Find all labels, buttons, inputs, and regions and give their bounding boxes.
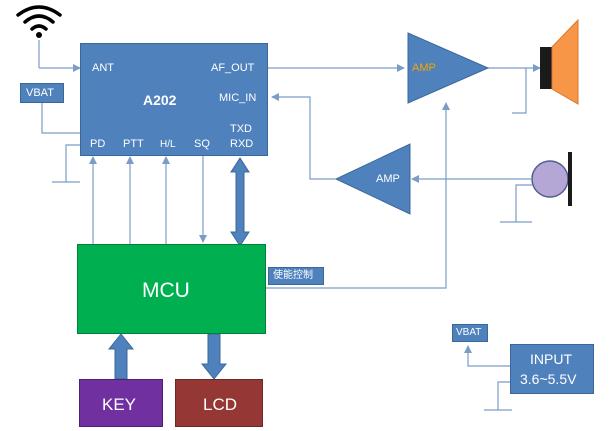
vbat-left-line — [41, 103, 80, 134]
a202-block: A202 ANT AF_OUT MIC_IN TXD RXD PD PTT H/… — [80, 43, 268, 156]
pd-ground-line — [65, 144, 80, 182]
key-label: KEY — [102, 395, 137, 414]
enable-control-box: 使能控制 — [268, 267, 324, 285]
input-ground-line — [497, 381, 510, 410]
microphone-icon — [531, 152, 572, 206]
amp-mic-to-micin-line — [271, 93, 336, 180]
amp-ground-line — [512, 68, 527, 114]
lcd-block: LCD — [175, 379, 263, 427]
pin-ant: ANT — [92, 62, 114, 74]
pin-sq: SQ — [194, 138, 210, 150]
input-label-line2: 3.6~5.5V — [520, 371, 577, 387]
lcd-label: LCD — [203, 395, 238, 414]
key-to-mcu-arrow — [107, 333, 135, 380]
amp-mic-triangle — [334, 143, 411, 215]
amp-mic-label: AMP — [376, 173, 400, 185]
pin-ptt: PTT — [123, 138, 144, 150]
chip-name: A202 — [143, 92, 177, 108]
amp-out-label: AMP — [412, 62, 436, 74]
pin-rxd: RXD — [230, 138, 254, 150]
vbat-right-box: VBAT — [452, 324, 488, 342]
vbat-left-label: VBAT — [26, 87, 54, 99]
mcu-block: MCU — [77, 244, 266, 334]
mcu-label: MCU — [142, 279, 190, 302]
pin-hl: H/L — [160, 139, 176, 150]
amp-out-triangle — [407, 32, 490, 104]
pin-mic-in: MIC_IN — [219, 92, 257, 104]
wifi-icon — [16, 5, 62, 38]
pin-pd: PD — [90, 138, 106, 150]
uart-double-arrow — [230, 157, 250, 247]
input-block: INPUT 3.6~5.5V — [510, 344, 594, 394]
mcu-to-lcd-arrow — [200, 333, 228, 380]
pin-af-out: AF_OUT — [211, 62, 255, 74]
vbat-right-line — [464, 345, 510, 367]
vbat-right-label: VBAT — [456, 327, 482, 338]
pin-txd: TXD — [230, 123, 252, 135]
mic-ground-line — [515, 184, 532, 222]
enable-control-line — [266, 102, 450, 289]
enable-control-label: 使能控制 — [273, 270, 313, 281]
vbat-left-box: VBAT — [20, 83, 64, 103]
key-block: KEY — [79, 379, 163, 427]
input-label-line1: INPUT — [530, 351, 572, 367]
speaker-icon — [540, 18, 579, 105]
